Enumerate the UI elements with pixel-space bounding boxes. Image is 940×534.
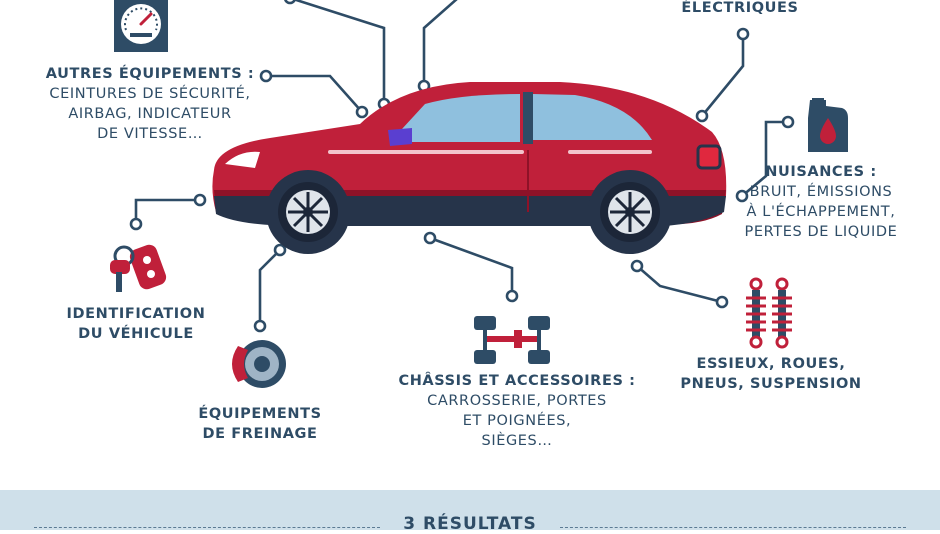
label-line: AIRBAG, INDICATEUR: [68, 106, 232, 122]
label-nuisances: NUISANCES : BRUIT, ÉMISSIONS À L'ÉCHAPPE…: [736, 162, 906, 242]
label-line: BRUIT, ÉMISSIONS: [749, 184, 893, 200]
speedometer-icon: [114, 0, 168, 52]
label-line: CEINTURES DE SÉCURITÉ,: [49, 86, 251, 102]
results-banner: 3 RÉSULTATS: [0, 490, 940, 534]
label-line: DU VÉHICULE: [78, 326, 194, 342]
rear-wheel: [588, 170, 672, 254]
divider: [560, 527, 906, 528]
oil-can-icon: [808, 98, 848, 152]
divider: [34, 527, 380, 528]
label-chassis: CHÂSSIS ET ACCESSOIRES : CARROSSERIE, PO…: [388, 371, 646, 451]
label-title: NUISANCES :: [765, 164, 877, 180]
label-title: AUTRES ÉQUIPEMENTS :: [45, 66, 255, 82]
label-line: ESSIEUX, ROUES,: [696, 356, 846, 372]
label-electriques: ÉLECTRIQUES: [660, 0, 820, 18]
label-line: PERTES DE LIQUIDE: [744, 224, 898, 240]
label-line: À L'ÉCHAPPEMENT,: [746, 204, 896, 220]
label-line: DE FREINAGE: [202, 426, 318, 442]
label-autres-equipements: AUTRES ÉQUIPEMENTS : CEINTURES DE SÉCURI…: [30, 64, 270, 144]
label-line: CARROSSERIE, PORTES: [427, 393, 607, 409]
label-line: ÉQUIPEMENTS: [198, 406, 322, 422]
label-line: IDENTIFICATION: [66, 306, 206, 322]
shock-absorber-icon: [746, 277, 792, 349]
label-line: PNEUS, SUSPENSION: [680, 376, 862, 392]
label-freinage: ÉQUIPEMENTS DE FREINAGE: [190, 404, 330, 444]
chassis-axle-icon: [474, 316, 550, 364]
car-key-icon: [110, 244, 167, 292]
label-identification: IDENTIFICATION DU VÉHICULE: [56, 304, 216, 344]
label-essieux: ESSIEUX, ROUES, PNEUS, SUSPENSION: [676, 354, 866, 394]
results-title: 3 RÉSULTATS: [403, 514, 537, 534]
brake-disc-icon: [232, 340, 286, 388]
front-wheel: [266, 170, 350, 254]
label-line: DE VITESSE…: [97, 126, 203, 142]
label-line: ET POIGNÉES,: [462, 413, 572, 429]
label-title: CHÂSSIS ET ACCESSOIRES :: [398, 373, 636, 389]
label-line: SIÈGES…: [481, 433, 553, 449]
connector-lines: [134, 0, 788, 326]
label-title: ÉLECTRIQUES: [681, 0, 799, 16]
